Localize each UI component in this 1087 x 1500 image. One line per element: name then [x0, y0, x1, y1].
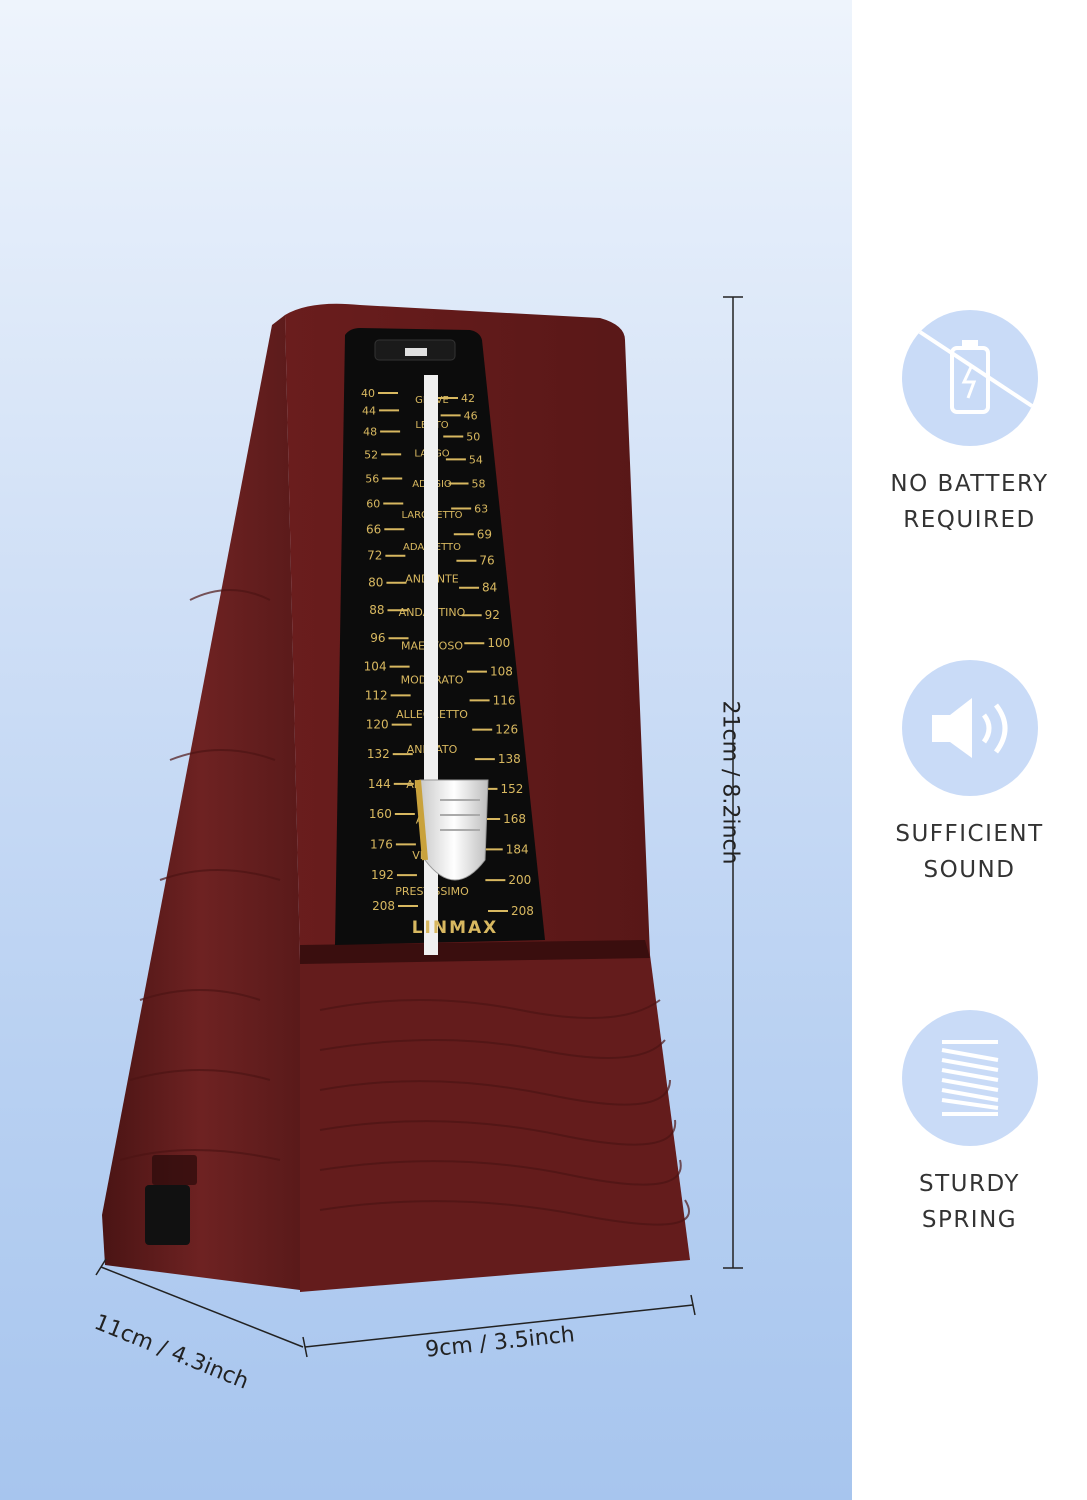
- scale-left-number: 56: [365, 472, 379, 485]
- scale-right-number: 152: [500, 782, 523, 796]
- feature-sound-line1: SUFFICIENT: [895, 821, 1044, 847]
- dial-panel: [335, 328, 545, 945]
- feature-spring-line2: SPRING: [921, 1207, 1018, 1233]
- scale-left-number: 144: [368, 777, 391, 791]
- scale-right-number: 63: [474, 503, 488, 516]
- scale-right-number: 54: [469, 453, 483, 466]
- scale-left-number: 80: [368, 576, 383, 590]
- scale-right-number: 116: [493, 693, 516, 707]
- scale-right-number: 46: [464, 409, 478, 422]
- scale-right-number: 168: [503, 812, 526, 826]
- feature-spring: STURDY SPRING: [852, 1010, 1087, 1238]
- scale-left-number: 60: [366, 498, 380, 511]
- scale-left-number: 66: [366, 522, 381, 536]
- scale-left-number: 132: [367, 747, 390, 761]
- scale-left-number: 160: [369, 807, 392, 821]
- winding-key: [145, 1185, 190, 1245]
- scale-left-number: 52: [364, 448, 378, 461]
- height-dimension-label: 21cm / 8.2inch: [717, 700, 743, 865]
- scale-right-number: 184: [506, 842, 529, 856]
- feature-no-battery: NO BATTERY REQUIRED: [852, 310, 1087, 538]
- feature-sound: SUFFICIENT SOUND: [852, 660, 1087, 888]
- feature-spring-line1: STURDY: [919, 1171, 1020, 1197]
- metronome-side-face: [102, 315, 300, 1290]
- spring-icon: [941, 1040, 998, 1116]
- scale-right-number: 200: [508, 873, 531, 887]
- scale-right-number: 69: [477, 527, 492, 541]
- scale-left-number: 88: [369, 603, 384, 617]
- scale-right-number: 42: [461, 392, 475, 405]
- scale-left-number: 192: [371, 868, 394, 882]
- scale-left-number: 112: [365, 688, 388, 702]
- feature-no-battery-line1: NO BATTERY: [890, 471, 1049, 497]
- scale-right-number: 138: [498, 752, 521, 766]
- feature-sidebar: NO BATTERY REQUIRED SUFFICIENT SOUND: [852, 0, 1087, 1500]
- scale-left-number: 208: [372, 899, 395, 913]
- scale-left-number: 104: [364, 660, 387, 674]
- scale-left-number: 96: [370, 631, 385, 645]
- scale-left-number: 44: [362, 404, 376, 417]
- speaker-icon: [931, 698, 1007, 758]
- scale-left-number: 40: [361, 387, 375, 400]
- scale-left-number: 48: [363, 426, 377, 439]
- scale-right-number: 108: [490, 665, 513, 679]
- scale-left-number: 120: [366, 718, 389, 732]
- scale-right-number: 50: [466, 431, 480, 444]
- scale-right-number: 58: [472, 477, 486, 490]
- metronome-base: [300, 955, 690, 1292]
- feature-no-battery-line2: REQUIRED: [903, 507, 1036, 533]
- scale-right-number: 92: [485, 608, 500, 622]
- scale-right-number: 84: [482, 581, 497, 595]
- wood-grain: [119, 589, 691, 1226]
- no-battery-icon: [918, 330, 1033, 414]
- dimension-lines: [95, 296, 743, 1358]
- metronome-illustration: 40 44 48 52 56 60 66 72 80 88 96 104 112 120 132 144 160…: [95, 296, 743, 1358]
- scale-right-number: 208: [511, 904, 534, 918]
- scale-left-ticks: 40 44 48 52 56 60 66 72 80 88 96 104 112 120 132 144 160…: [361, 387, 418, 913]
- feature-icon-circle: [901, 310, 1038, 446]
- feature-sound-line2: SOUND: [923, 857, 1016, 883]
- scale-left-number: 72: [367, 549, 382, 563]
- scale-right-number: 100: [487, 636, 510, 650]
- scale-right-number: 126: [495, 723, 518, 737]
- feature-icon-circle: [901, 1010, 1038, 1146]
- brand-logo: LINMAX: [412, 918, 499, 938]
- scale-right-number: 76: [479, 554, 494, 568]
- feature-icon-circle: [901, 660, 1038, 796]
- scale-left-number: 176: [370, 837, 393, 851]
